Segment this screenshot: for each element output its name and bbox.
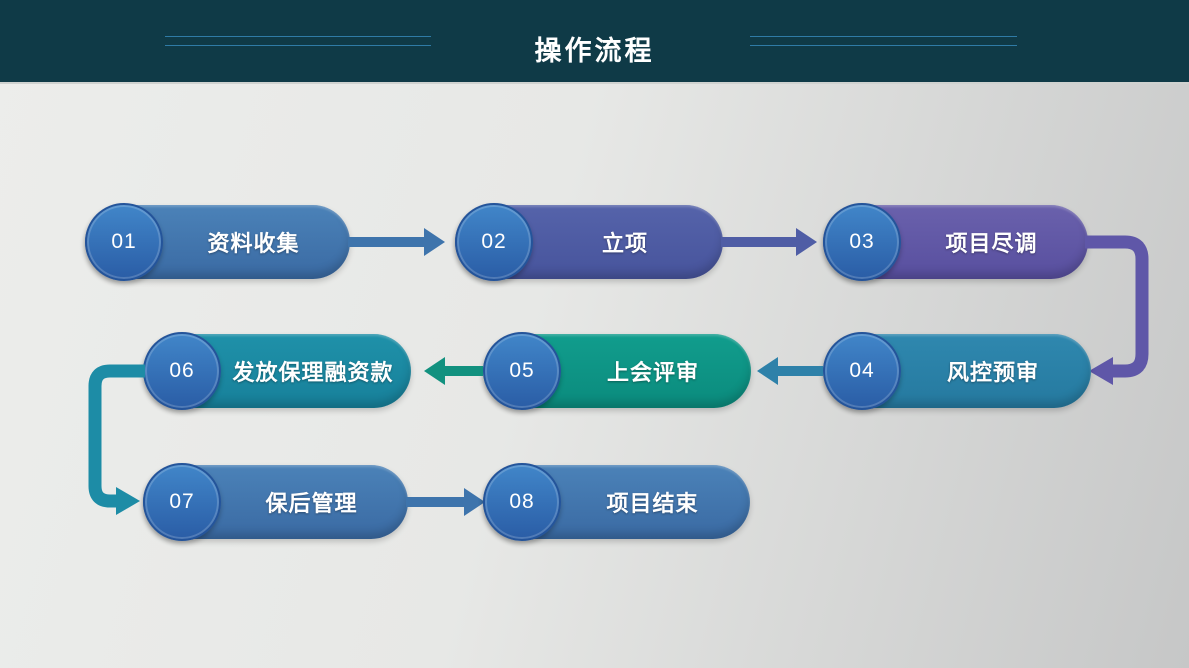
flow-step-04: 04 风控预审 xyxy=(823,332,1091,410)
flow-step-05: 05 上会评审 xyxy=(483,332,751,410)
step-label: 发放保理融资款 xyxy=(232,360,394,385)
step-number-badge: 03 xyxy=(823,203,901,281)
page-title: 操作流程 xyxy=(534,36,655,66)
step-number-badge: 01 xyxy=(85,203,163,281)
flow-step-08: 08 项目结束 xyxy=(483,463,750,541)
arrow-left-icon xyxy=(757,357,823,385)
flow-step-06: 06 发放保理融资款 xyxy=(143,332,411,410)
elbow-connector-down-left-icon xyxy=(1085,235,1149,385)
elbow-connector-down-right-icon xyxy=(88,364,145,515)
arrow-right-icon xyxy=(721,228,817,256)
step-label: 资料收集 xyxy=(207,231,300,256)
step-label: 立项 xyxy=(601,231,648,256)
step-label: 风控预审 xyxy=(946,360,1039,385)
step-number: 06 xyxy=(169,359,195,382)
flow-step-01: 01 资料收集 xyxy=(85,203,350,281)
header-decoration-line-right xyxy=(750,36,1017,46)
step-number-badge: 02 xyxy=(455,203,533,281)
step-label: 保后管理 xyxy=(265,491,358,516)
step-label: 项目结束 xyxy=(606,491,699,516)
header-band: 操作流程 xyxy=(0,0,1189,84)
arrow-left-icon xyxy=(424,357,483,385)
step-label: 上会评审 xyxy=(606,360,699,385)
flow-step-03: 03 项目尽调 xyxy=(823,203,1088,281)
step-number-badge: 07 xyxy=(143,463,221,541)
flow-step-02: 02 立项 xyxy=(455,203,723,281)
step-number: 05 xyxy=(509,359,535,382)
step-number: 01 xyxy=(111,230,137,253)
step-number: 03 xyxy=(849,230,875,253)
step-number: 07 xyxy=(169,490,195,513)
arrow-right-icon xyxy=(348,228,445,256)
step-number-badge: 04 xyxy=(823,332,901,410)
step-number: 02 xyxy=(481,230,507,253)
step-number-badge: 06 xyxy=(143,332,221,410)
flow-step-07: 07 保后管理 xyxy=(143,463,408,541)
arrow-right-icon xyxy=(406,488,485,516)
step-number: 04 xyxy=(849,359,875,382)
step-number: 08 xyxy=(509,490,535,513)
header-decoration-line-left xyxy=(165,36,431,46)
step-number-badge: 05 xyxy=(483,332,561,410)
step-label: 项目尽调 xyxy=(945,231,1038,256)
step-number-badge: 08 xyxy=(483,463,561,541)
